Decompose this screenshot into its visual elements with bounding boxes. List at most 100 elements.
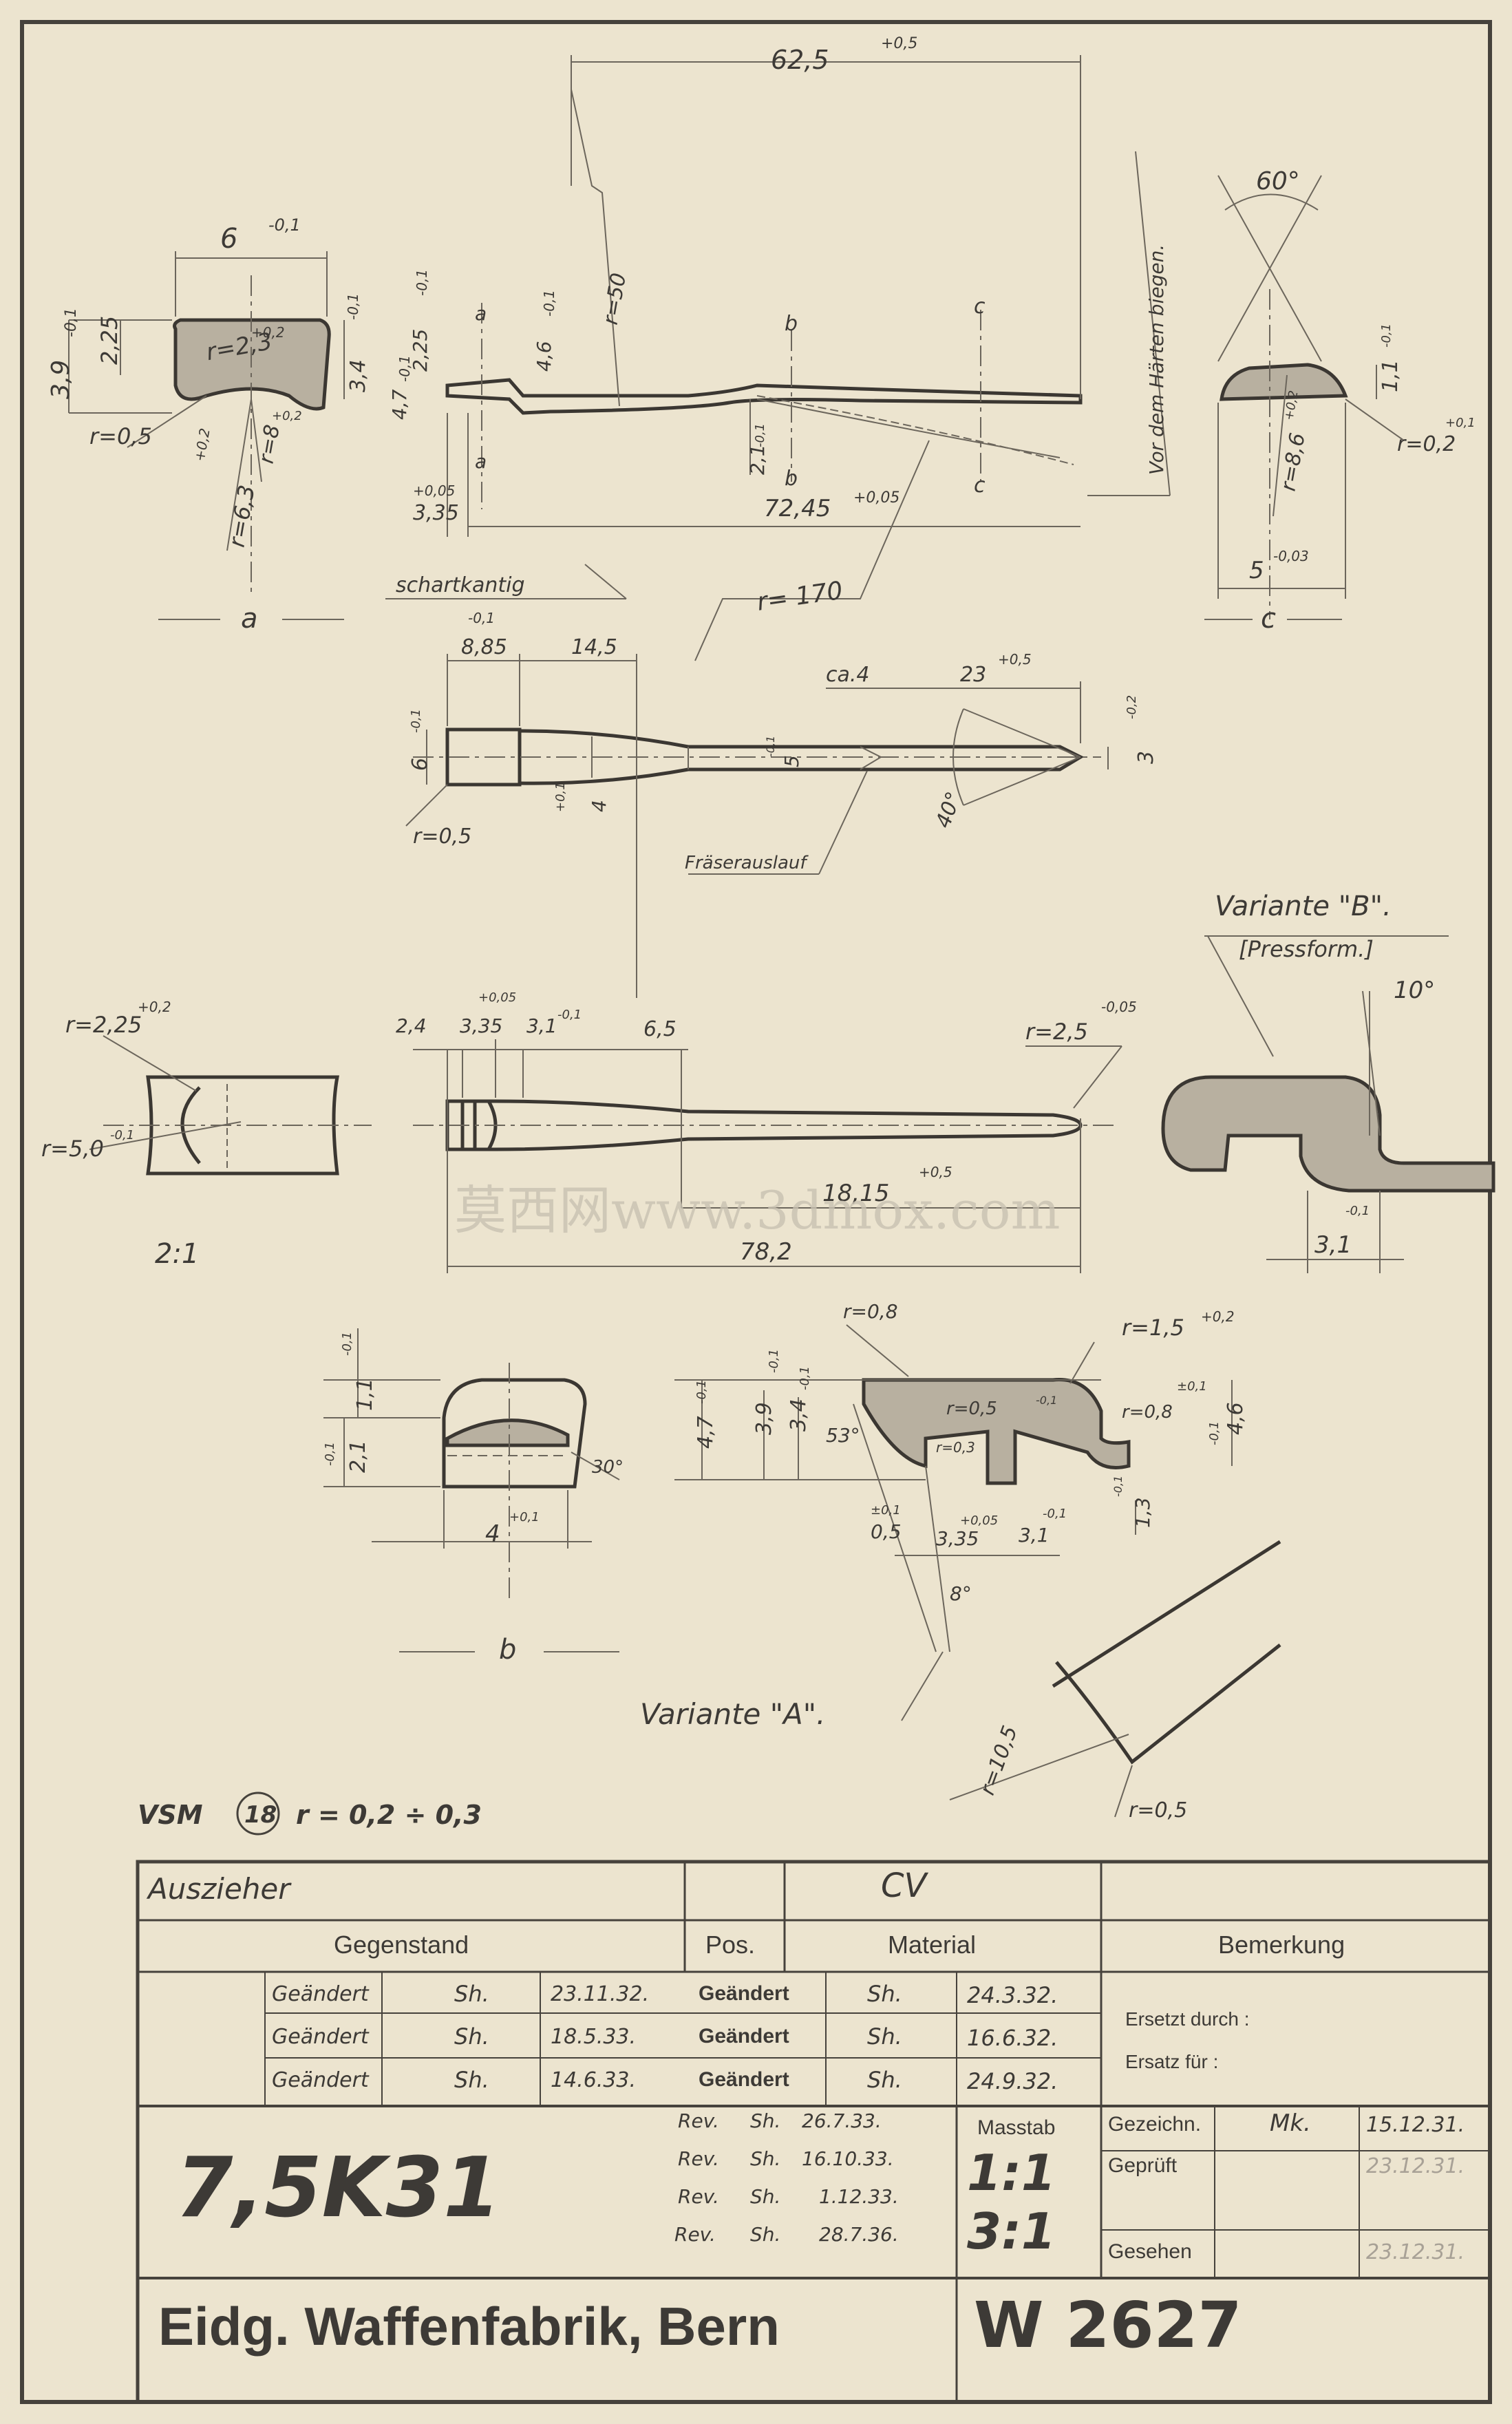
schartkantig-leader (584, 564, 627, 599)
dim-section-a-h3: 3,4 (346, 359, 370, 392)
dim-23-tol: +0,5 (998, 651, 1032, 668)
dim-r-5-0-tol: -0,1 (110, 1128, 134, 1142)
watermark: 莫西网www.3dmox.com (454, 1180, 1061, 1241)
dim-section-c-h-tol: -0,1 (1379, 323, 1394, 348)
geprueft-label: Geprüft (1108, 2154, 1178, 2177)
variante-b-leader (1207, 935, 1274, 1057)
dim-78-2: 78,2 (740, 1238, 792, 1266)
dim-3-1-tol: -0,1 (557, 1008, 582, 1022)
dim-section-a-width: 6 (220, 223, 237, 255)
dim-variante-a-0-5: 0,5 (871, 1520, 902, 1543)
dim-variante-a-r-0-3: r=0,3 (936, 1439, 975, 1456)
radius-leader (405, 784, 448, 827)
dim-variante-b-3-1: 3,1 (1314, 1231, 1352, 1259)
dim-4-6: 4,6 (533, 341, 555, 372)
gezeichn-label: Gezeichn. (1108, 2113, 1202, 2136)
dim-62-5: 62,5 (771, 45, 829, 75)
variante-b-shape (1161, 1075, 1495, 1193)
cut-label-b: b (785, 312, 798, 336)
dim-variante-a-53: 53° (826, 1424, 860, 1447)
dim-r-5-0: r=5,0 (41, 1136, 104, 1162)
variante-b-title: Variante "B". (1215, 891, 1392, 922)
change-right-date: 16.6.32. (967, 2025, 1058, 2051)
cut-label-b: b (785, 467, 798, 491)
dim-62-5-tol: +0,5 (881, 35, 917, 52)
bent-form-line (756, 398, 1061, 458)
dim-section-a-h3-tol: -0,1 (345, 293, 361, 320)
dim-r-2-5: r=2,5 (1025, 1019, 1088, 1045)
change-left-date: 23.11.32. (551, 1982, 650, 2006)
dim-variante-a-3-1-tol: -0,1 (1043, 1507, 1067, 1521)
dim-2-25-tol: -0,1 (414, 269, 430, 296)
dim-r-2-25-tol: +0,2 (138, 999, 171, 1015)
dim-2-4: 2,4 (396, 1014, 427, 1037)
dim-variante-a-r-1-5: r=1,5 (1122, 1315, 1184, 1341)
ersetzt-durch: Ersetzt durch : (1125, 2008, 1250, 2030)
change-left-sig: Sh. (454, 1981, 489, 2007)
dim-3-35-tol: +0,05 (478, 990, 516, 1005)
cutter-runout (860, 746, 882, 758)
dim-section-b-2-1: 2,1 (346, 1440, 370, 1473)
dim-variante-a-r-0-8b-tol: ±0,1 (1177, 1379, 1207, 1394)
section-b-label: b (499, 1634, 516, 1666)
geprueft-date: 23.12.31. (1366, 2154, 1465, 2178)
plan-view: 8,85 -0,1 14,5 ca.4 23 +0,5 6 -0,1 5 -0,… (405, 610, 1158, 998)
dim-variante-a-4-6: 4,6 (1224, 1402, 1248, 1435)
revision-label: Rev. (678, 2185, 719, 2208)
revision-date: 26.7.33. (802, 2109, 882, 2132)
dim-4-6-tol: -0,1 (541, 290, 557, 317)
dim-variante-a-3-4-tol: -0,1 (798, 1366, 812, 1390)
radius-leader (251, 398, 262, 482)
dim-r-2-25: r=2,25 (65, 1012, 142, 1038)
radius-leader (1273, 374, 1288, 517)
cut-label-a: a (475, 450, 487, 473)
dim-section-b-2-1-tol: -0,1 (323, 1442, 337, 1466)
vsm-number: 18 (244, 1801, 277, 1829)
dim-section-a-width-tol: -0,1 (268, 215, 301, 235)
dim-5: 5 (780, 755, 803, 767)
change-left-sig: Sh. (454, 2067, 489, 2093)
dim-r-0-5: r=0,5 (413, 825, 471, 849)
dim-section-c-w: 5 (1249, 557, 1264, 584)
dim-variante-a-r-0-5: r=0,5 (1129, 1798, 1187, 1822)
dim-18-15: 18,15 (822, 1180, 889, 1207)
dim-6: 6 (408, 758, 432, 771)
dim-variante-a-r-0-8: r=0,8 (843, 1300, 898, 1323)
revision-date: 16.10.33. (802, 2147, 894, 2170)
change-right-date: 24.9.32. (967, 2068, 1058, 2094)
dim-8-85: 8,85 (461, 635, 507, 659)
dim-variante-a-1-3-tol: -0,1 (1111, 1476, 1125, 1497)
revision-sig: Sh. (750, 2147, 781, 2170)
dim-variante-a-3-9-tol: -0,1 (767, 1349, 781, 1373)
head-detail-2-1: r=2,25 +0,2 r=5,0 -0,1 2:1 (41, 999, 372, 1270)
dim-section-c-angle: 60° (1256, 167, 1300, 195)
plan-head (445, 727, 522, 787)
dim-section-b-30: 30° (592, 1457, 624, 1478)
dim-variante-b-3-1-tol: -0,1 (1345, 1204, 1370, 1218)
dim-4: 4 (588, 800, 610, 812)
dim-3-35: 3,35 (413, 501, 459, 525)
dim-section-c-r-small-tol: +0,1 (1445, 416, 1476, 430)
fraeser-leader (818, 770, 868, 875)
dim-variante-a-r-1-5-tol: +0,2 (1201, 1308, 1235, 1325)
material-value: CV (881, 1867, 927, 1905)
cut-label-a: a (475, 302, 487, 325)
dim-variante-a-4-6-tol: -0,1 (1207, 1421, 1222, 1445)
angle-line (1217, 175, 1322, 362)
header-bemerkung: Bemerkung (1218, 1931, 1345, 1959)
angle-line (963, 756, 1081, 806)
dim-2-1-tol: -0,1 (753, 423, 767, 447)
revision-sig: Sh. (750, 2223, 781, 2246)
change-left-label: Geändert (272, 2025, 369, 2049)
dim-3-tol: -0,2 (1125, 695, 1139, 719)
dim-variante-a-r-0-5i: r=0,5 (946, 1399, 997, 1419)
part-name: Auszieher (148, 1872, 290, 1906)
radius-leader (1345, 398, 1405, 441)
part-number: 7,5K31 (175, 2140, 501, 2236)
gezeichn-date: 15.12.31. (1366, 2113, 1465, 2137)
note-vor-dem-haerten: Vor dem Härten biegen. (1145, 244, 1168, 475)
section-c-label: c (1261, 603, 1276, 635)
